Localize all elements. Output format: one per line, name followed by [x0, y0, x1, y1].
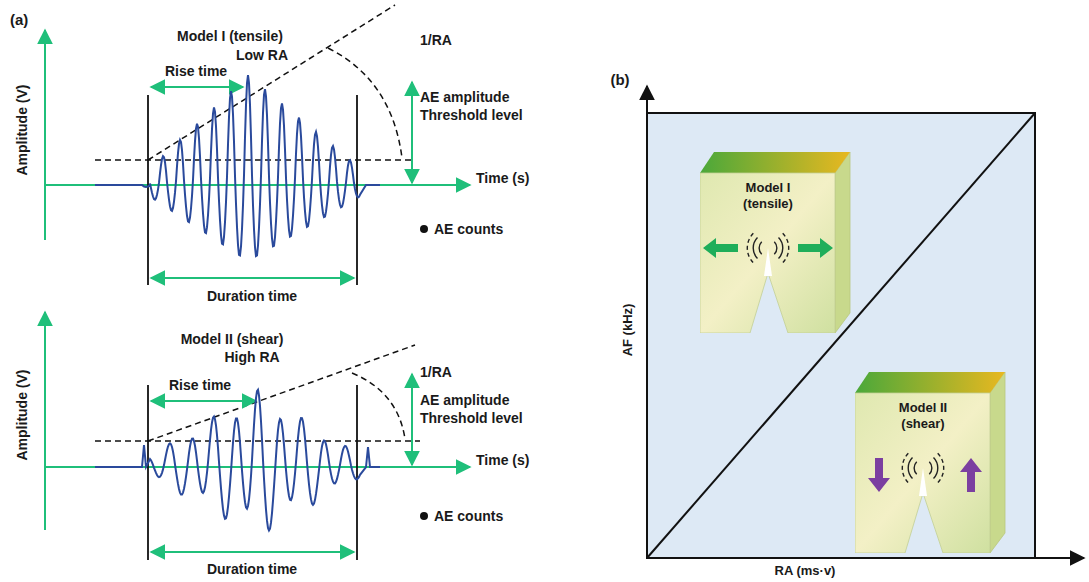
annotation-label: AE counts [434, 508, 503, 524]
annotation-label: Model I (tensile) [177, 28, 283, 44]
annotation-label: Threshold level [420, 107, 523, 123]
annotation-label: Duration time [207, 288, 297, 304]
annotation-label: Duration time [207, 561, 297, 577]
annotation-label: 1/RA [420, 32, 452, 48]
annotation-label: Rise time [165, 63, 227, 79]
axis-label: Amplitude (V) [14, 370, 30, 461]
specimen-block: Model II (shear) [855, 368, 1007, 553]
axis-label: Amplitude (V) [14, 85, 30, 176]
annotation-label: (a) [10, 11, 28, 28]
block-shape [700, 148, 852, 333]
annotation-label: Time (s) [476, 170, 529, 186]
ra-af-chart [647, 86, 1084, 558]
bottom-plot [45, 312, 470, 560]
annotation-label: 1/RA [420, 364, 452, 380]
block-label: Model I (tensile) [726, 148, 810, 211]
block-label: Model II (shear) [881, 368, 965, 431]
annotation-label: Time (s) [476, 452, 529, 468]
annotation-label: High RA [224, 349, 279, 365]
annotation-label: (b) [610, 71, 629, 88]
axis-label: AF (kHz) [621, 304, 636, 357]
annotation-label: AE counts [434, 221, 503, 237]
annotation-label: Low RA [236, 47, 288, 63]
annotation-label: AE amplitude [420, 89, 509, 105]
top-plot [45, 5, 470, 285]
annotation-label: Model II (shear) [181, 331, 284, 347]
specimen-block: Model I (tensile) [700, 148, 852, 333]
annotation-label: RA (ms·v) [775, 564, 836, 579]
block-shape [855, 368, 1007, 553]
annotation-label: Threshold level [420, 410, 523, 426]
annotation-label: AE amplitude [420, 392, 509, 408]
annotation-label: Rise time [169, 377, 231, 393]
